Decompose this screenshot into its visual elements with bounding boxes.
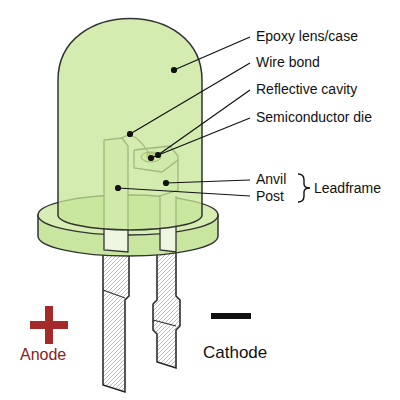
cathode-lead bbox=[153, 240, 180, 368]
pin-label: Cathode bbox=[203, 343, 267, 363]
part-label: Epoxy lens/case bbox=[256, 28, 358, 44]
minus-symbol bbox=[211, 313, 251, 319]
leadframe-brace bbox=[298, 174, 310, 202]
anode-lead bbox=[103, 240, 129, 392]
leader-lines bbox=[116, 37, 251, 196]
part-label: Semiconductor die bbox=[256, 109, 372, 125]
part-label: Reflective cavity bbox=[256, 81, 357, 97]
plus-symbol bbox=[30, 306, 68, 344]
part-label: Anvil bbox=[256, 171, 286, 187]
part-label: Post bbox=[256, 188, 284, 204]
epoxy-dome bbox=[58, 19, 202, 231]
pin-label: Anode bbox=[20, 346, 66, 364]
group-label: Leadframe bbox=[314, 180, 381, 196]
part-label: Wire bond bbox=[256, 54, 320, 70]
